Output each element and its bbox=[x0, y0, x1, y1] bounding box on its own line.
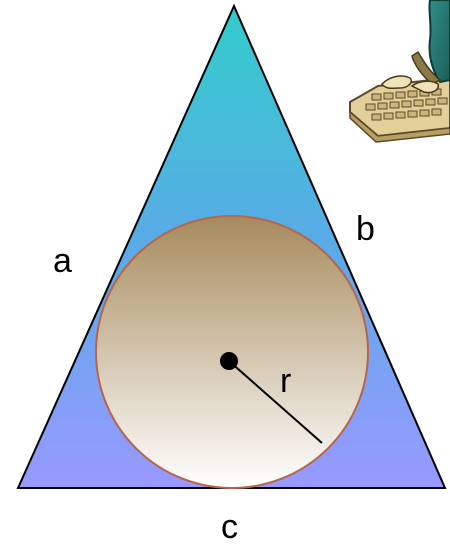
radius-line bbox=[228, 360, 323, 444]
label-radius: r bbox=[280, 362, 291, 400]
incircle bbox=[95, 215, 369, 489]
center-point bbox=[220, 352, 238, 370]
computer-keyboard-clipart-icon bbox=[349, 0, 450, 143]
label-side-a: a bbox=[53, 242, 72, 280]
label-side-c: c bbox=[221, 508, 238, 546]
label-side-b: b bbox=[356, 210, 375, 248]
